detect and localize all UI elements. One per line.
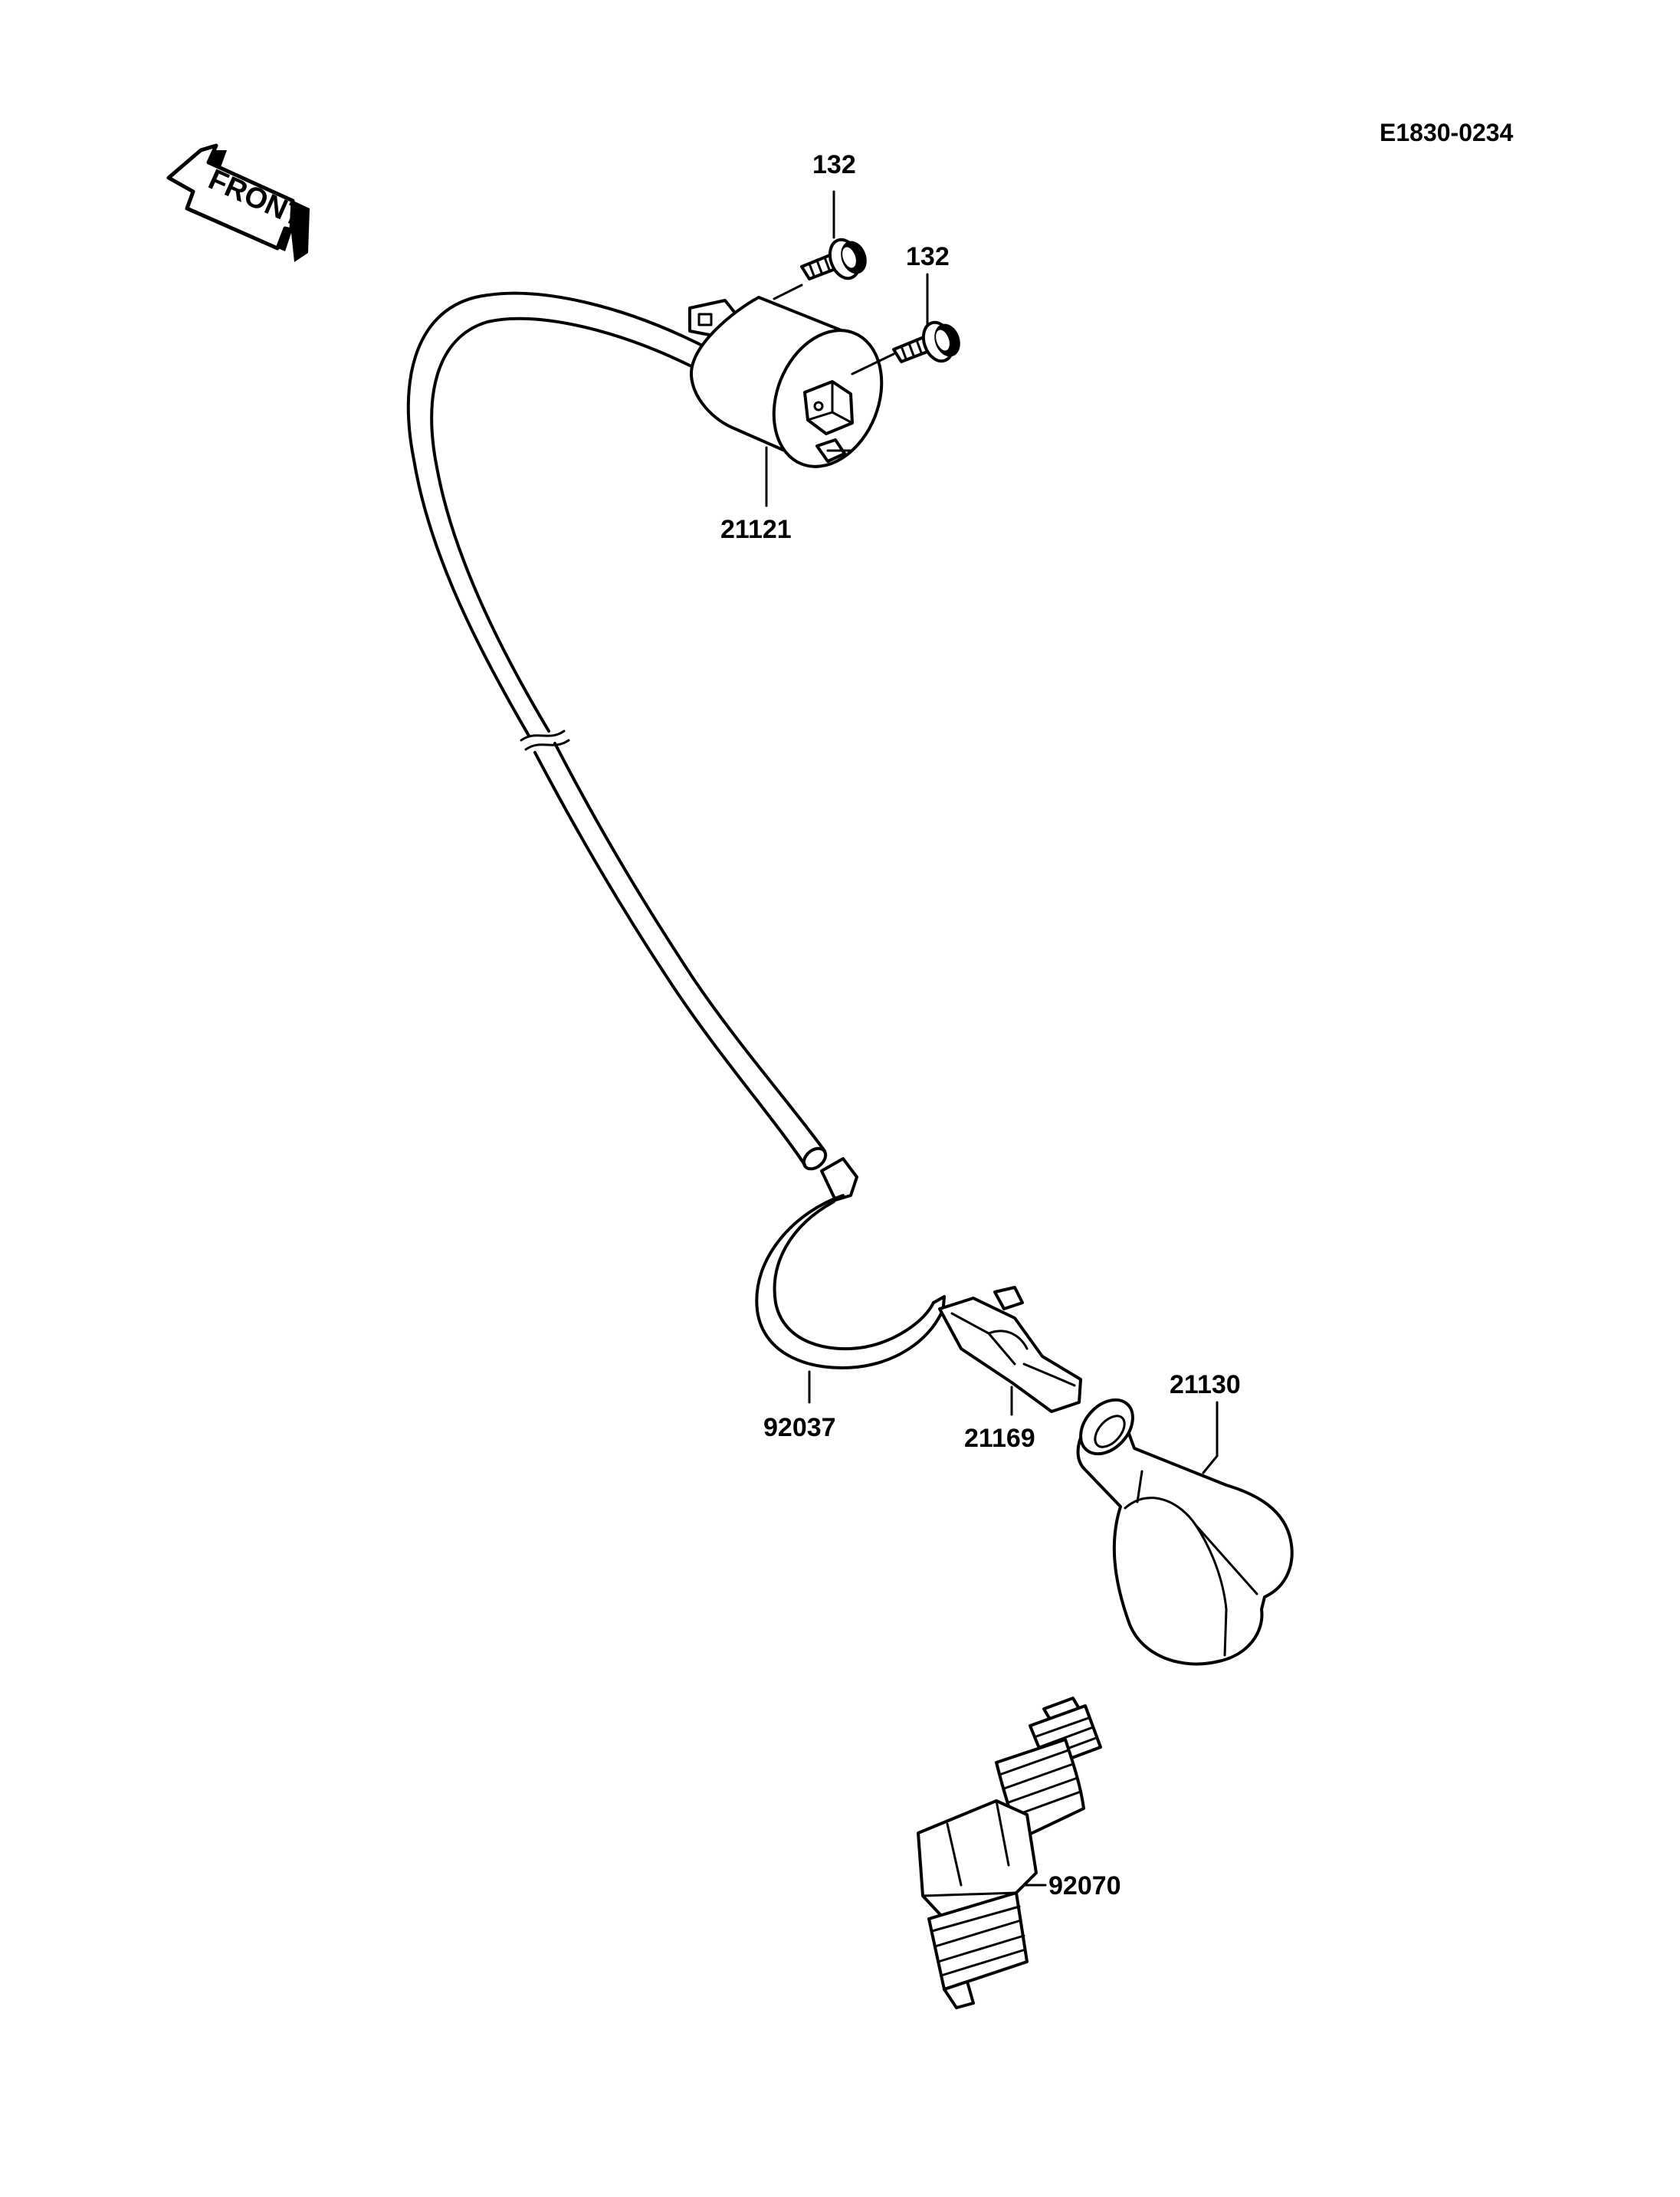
part-label-clamp: 92037 bbox=[763, 1413, 836, 1442]
part-label-connector: 21169 bbox=[964, 1424, 1035, 1453]
front-arrow: FRONT bbox=[166, 143, 310, 262]
clamp bbox=[755, 1157, 946, 1404]
connector bbox=[938, 1286, 1082, 1416]
part-label-spark-plug: 92070 bbox=[1048, 1871, 1121, 1900]
part-label-bolt-lower: 132 bbox=[906, 242, 950, 271]
ignition-coil bbox=[688, 296, 884, 507]
plug-cap bbox=[1076, 1398, 1294, 1666]
high-tension-cable bbox=[406, 291, 828, 1171]
reference-code: E1830-0234 bbox=[1380, 119, 1514, 146]
spark-plug bbox=[917, 1697, 1102, 2009]
part-label-bolt-upper: 132 bbox=[812, 150, 856, 179]
part-label-ignition-coil: 21121 bbox=[720, 515, 792, 544]
bolt-lower bbox=[851, 273, 960, 375]
bolt-upper bbox=[773, 190, 867, 300]
part-label-plug-cap: 21130 bbox=[1170, 1370, 1241, 1399]
